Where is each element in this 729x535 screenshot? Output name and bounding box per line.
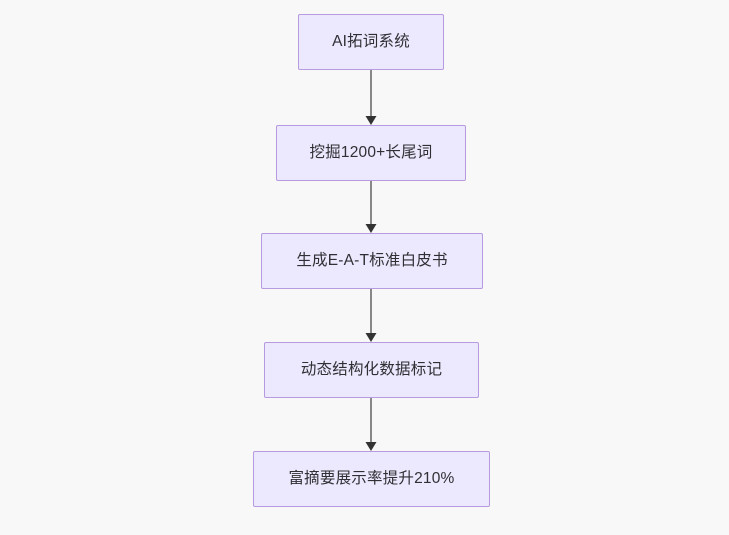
flow-node-label: 挖掘1200+长尾词 bbox=[309, 144, 433, 162]
flow-node-rich-snippet-impression-lift[interactable]: 富摘要展示率提升210% bbox=[253, 451, 490, 507]
arrow-down-icon bbox=[365, 398, 377, 451]
flow-node-dynamic-structured-data-markup[interactable]: 动态结构化数据标记 bbox=[264, 342, 479, 398]
flow-node-label: AI拓词系统 bbox=[332, 33, 410, 51]
arrow-down-icon bbox=[365, 181, 377, 233]
flow-edge-3 bbox=[359, 289, 383, 342]
flow-node-ai-keyword-system[interactable]: AI拓词系统 bbox=[298, 14, 444, 70]
flow-edge-1 bbox=[359, 70, 383, 125]
flow-node-label: 动态结构化数据标记 bbox=[300, 361, 443, 379]
flow-edge-2 bbox=[359, 181, 383, 233]
arrow-down-icon bbox=[365, 70, 377, 125]
flow-node-label: 富摘要展示率提升210% bbox=[288, 470, 455, 488]
flow-node-label: 生成E-A-T标准白皮书 bbox=[296, 252, 448, 270]
arrow-down-icon bbox=[365, 289, 377, 342]
flow-node-generate-eat-whitepaper[interactable]: 生成E-A-T标准白皮书 bbox=[261, 233, 483, 289]
flow-node-mine-longtail-keywords[interactable]: 挖掘1200+长尾词 bbox=[276, 125, 466, 181]
flow-edge-4 bbox=[359, 398, 383, 451]
